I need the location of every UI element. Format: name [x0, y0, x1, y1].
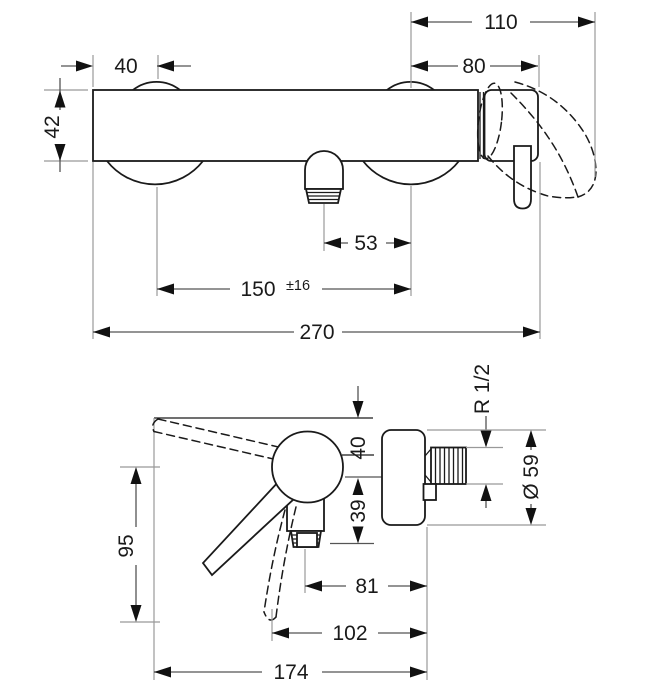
- connector-step: [422, 483, 437, 501]
- front-view: 110 40 80 42: [41, 11, 597, 344]
- dim-102: 102: [271, 609, 427, 645]
- handle-pivot-dashed: [476, 82, 504, 160]
- dim-150: 150 ±16: [156, 187, 411, 301]
- dim-102-label: 102: [332, 622, 367, 645]
- dim-110-label: 110: [484, 11, 517, 34]
- dim-diameter: Ø 59: [427, 429, 546, 526]
- dim-270-label: 270: [299, 321, 334, 344]
- dim-81-label: 81: [355, 575, 378, 598]
- handle-sweep-dashed: [487, 155, 577, 199]
- handle-up-dashed-2: [153, 430, 283, 462]
- outlet-boss: [304, 150, 344, 190]
- handle-rotated-inner-dashed: [510, 92, 579, 198]
- handle-down-cap-dashed: [263, 611, 277, 621]
- dim-42: 42: [41, 78, 88, 172]
- dim-53: 53: [323, 186, 412, 296]
- dim-40: 40: [61, 55, 191, 87]
- mixer-body: [92, 89, 479, 162]
- dim-diameter-label: Ø 59: [520, 454, 543, 500]
- lever-handle: [513, 145, 532, 210]
- dim-thread-label: R 1/2: [471, 364, 494, 414]
- handle-up-dashed-1: [157, 418, 288, 450]
- dim-42-label: 42: [41, 115, 64, 138]
- joint-strip: [479, 92, 485, 159]
- outlet-thread-lines: [307, 191, 340, 201]
- handle-rotated-cap-dashed: [577, 171, 597, 198]
- dim-81: 81: [304, 527, 428, 680]
- dim-110: 110: [410, 11, 596, 177]
- wall-flange: [381, 429, 426, 526]
- dim-174-label: 174: [273, 661, 308, 684]
- dim-270: 270: [92, 162, 541, 344]
- dim-150-label: 150: [240, 278, 275, 301]
- side-view: R 1/2 Ø 59 40 39 95: [115, 364, 546, 684]
- dim-40-39-stack: 40 39: [347, 386, 370, 544]
- left-mount-arc: [106, 160, 204, 186]
- dim-95-label: 95: [115, 534, 138, 557]
- dim-150-tolerance-label: ±16: [286, 278, 310, 294]
- dim-174: 174: [154, 661, 427, 684]
- dim-thread: R 1/2: [466, 364, 503, 508]
- dim-40-label: 40: [114, 55, 137, 78]
- handle-down-dashed-2: [263, 509, 286, 613]
- dim-39-label: 39: [347, 499, 370, 522]
- dim-40-side-label: 40: [347, 436, 370, 459]
- dim-53-label: 53: [354, 232, 377, 255]
- right-mount-arc: [362, 160, 460, 186]
- left-mount-top-arc: [132, 80, 181, 91]
- handle-up-cap-dashed: [151, 418, 159, 433]
- outlet-nut-face: [296, 532, 318, 548]
- dim-80-label: 80: [462, 55, 485, 78]
- handle-down-dashed-1: [275, 506, 297, 618]
- connector-chamfer: [424, 448, 432, 483]
- pivot-ball: [271, 430, 344, 504]
- dim-95: 95: [115, 466, 160, 623]
- dim-80: 80: [411, 55, 540, 87]
- thread-hatch: [434, 447, 464, 484]
